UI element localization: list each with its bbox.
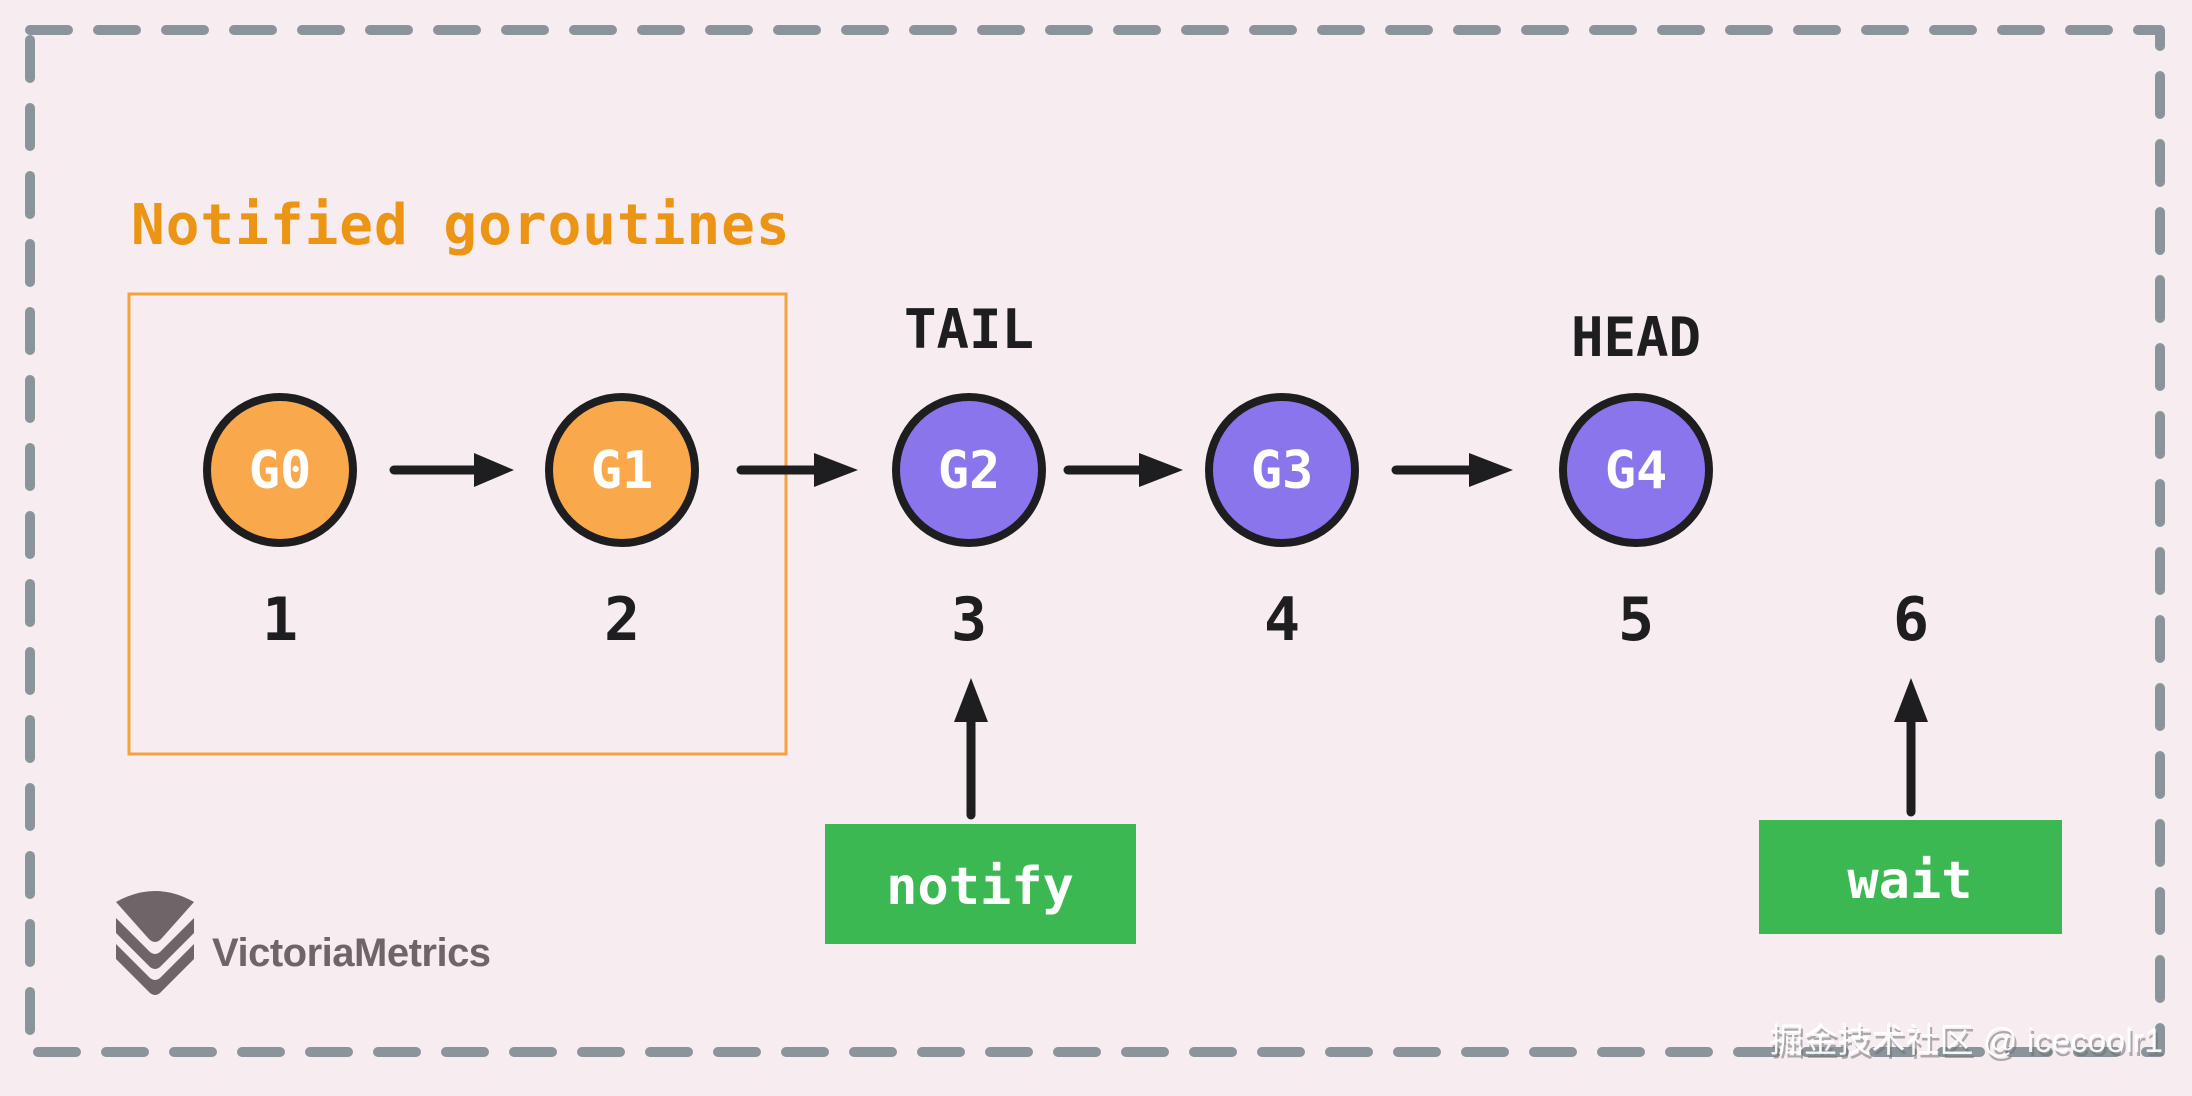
node-circle-g1	[545, 393, 699, 547]
arrow-g2-g3-icon	[1063, 453, 1183, 487]
node-label-g2: G2	[938, 441, 1001, 501]
dashed-frame-border	[25, 25, 2165, 1057]
position-indices: 1 2 3 4 5 6	[262, 585, 1929, 655]
index-4: 4	[1264, 585, 1300, 655]
arrow-g3-g4-icon	[1391, 453, 1513, 487]
node-label-g1: G1	[591, 441, 654, 501]
notify-box	[825, 824, 1136, 944]
tail-label: TAIL	[904, 298, 1034, 361]
arrow-g0-g1-icon	[389, 453, 514, 487]
notify-arrow-icon	[954, 678, 988, 820]
node-label-g4: G4	[1605, 441, 1668, 501]
watermark-shadow-text: 掘金技术社区 @ icecoolr1	[1772, 1026, 2165, 1064]
node-circle-g2	[892, 393, 1046, 547]
index-2: 2	[604, 585, 640, 655]
goroutine-nodes: G0 G1 G2 G3 G4	[203, 393, 1713, 547]
node-label-g0: G0	[249, 441, 312, 501]
victoriametrics-logo-icon	[116, 891, 194, 995]
arrow-g1-g2-icon	[736, 453, 858, 487]
node-circle-g4	[1559, 393, 1713, 547]
node-circle-g0	[203, 393, 357, 547]
head-label: HEAD	[1571, 306, 1701, 369]
notified-goroutines-group-box	[127, 292, 788, 756]
page-title: Notified goroutines	[131, 193, 791, 258]
action-arrows	[954, 678, 1928, 820]
index-5: 5	[1618, 585, 1654, 655]
wait-box	[1759, 820, 2062, 934]
watermark-text: 掘金技术社区 @ icecoolr1	[1770, 1022, 2163, 1060]
index-3: 3	[951, 585, 987, 655]
index-6: 6	[1893, 585, 1929, 655]
watermark: 掘金技术社区 @ icecoolr1 掘金技术社区 @ icecoolr1	[1770, 1022, 2165, 1064]
wait-arrow-icon	[1894, 678, 1928, 817]
link-arrows	[389, 453, 1513, 487]
index-1: 1	[262, 585, 298, 655]
notify-label: notify	[886, 857, 1074, 917]
victoriametrics-logo: VictoriaMetrics	[116, 891, 491, 995]
action-boxes: notify wait	[825, 820, 2062, 944]
node-label-g3: G3	[1251, 441, 1314, 501]
wait-label: wait	[1847, 851, 1972, 911]
victoriametrics-logo-text: VictoriaMetrics	[212, 931, 491, 975]
node-circle-g3	[1205, 393, 1359, 547]
